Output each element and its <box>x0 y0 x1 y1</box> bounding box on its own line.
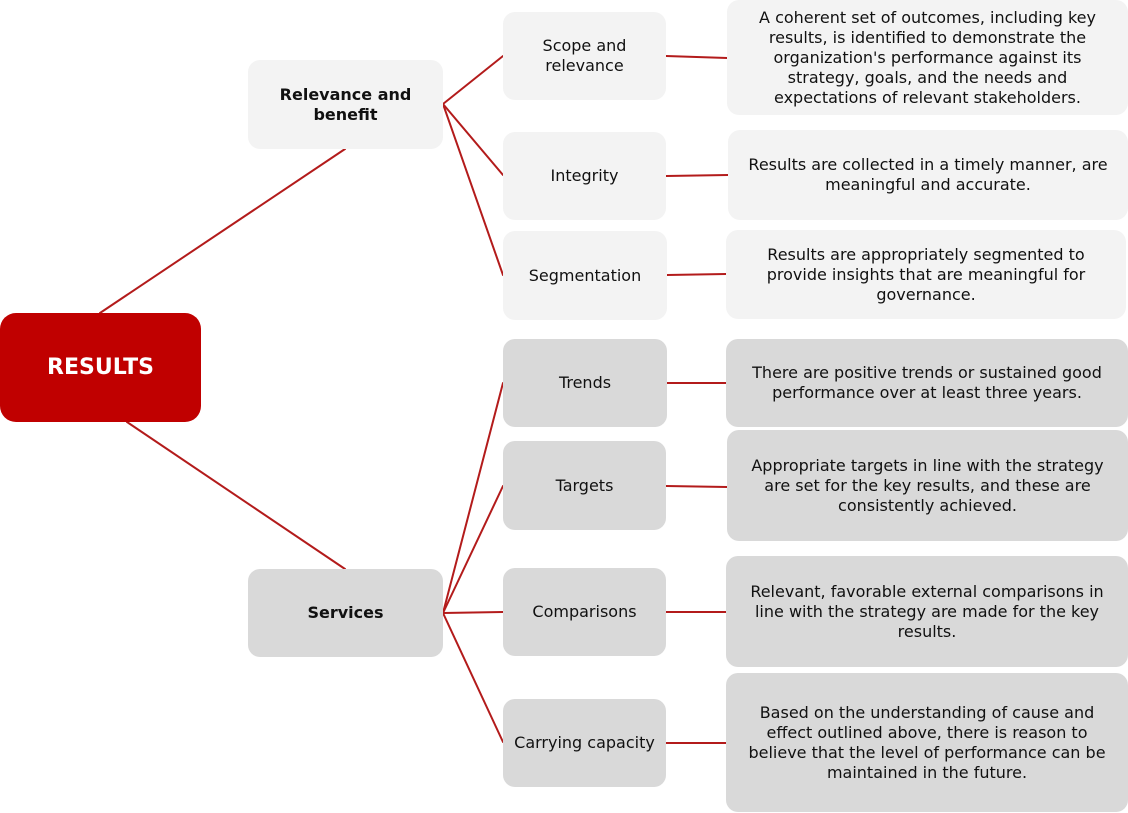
description-scope-and-relevance: A coherent set of outcomes, including ke… <box>727 0 1128 115</box>
connector-relevance-segmentation <box>442 103 504 276</box>
connector-root-services <box>126 421 346 570</box>
connector-targets-desc <box>665 485 728 488</box>
connector-segmentation-desc <box>666 273 727 276</box>
connector-services-trends <box>442 382 504 614</box>
connector-relevance-integrity <box>442 103 504 176</box>
description-integrity: Results are collected in a timely manner… <box>728 130 1128 220</box>
connector-services-comparisons <box>442 611 504 614</box>
criterion-trends: Trends <box>503 339 667 427</box>
connector-services-targets <box>442 485 504 614</box>
criterion-targets: Targets <box>503 441 666 530</box>
criterion-integrity: Integrity <box>503 132 666 220</box>
criterion-carrying-capacity: Carrying capacity <box>503 699 666 787</box>
connector-integrity-desc <box>665 174 729 177</box>
criterion-comparisons: Comparisons <box>503 568 666 656</box>
category-services: Services <box>248 569 443 657</box>
criterion-segmentation: Segmentation <box>503 231 667 320</box>
description-trends: There are positive trends or sustained g… <box>726 339 1128 427</box>
category-relevance-and-benefit: Relevance and benefit <box>248 60 443 149</box>
connector-services-carrying <box>442 612 504 743</box>
root-node: RESULTS <box>0 313 201 422</box>
description-segmentation: Results are appropriately segmented to p… <box>726 230 1126 319</box>
criterion-scope-and-relevance: Scope and relevance <box>503 12 666 100</box>
description-carrying-capacity: Based on the understanding of cause and … <box>726 673 1128 812</box>
description-comparisons: Relevant, favorable external comparisons… <box>726 556 1128 667</box>
description-targets: Appropriate targets in line with the str… <box>727 430 1128 541</box>
connector-scope-desc <box>665 55 728 59</box>
connector-root-relevance <box>99 148 346 314</box>
connector-relevance-scope <box>442 55 504 105</box>
